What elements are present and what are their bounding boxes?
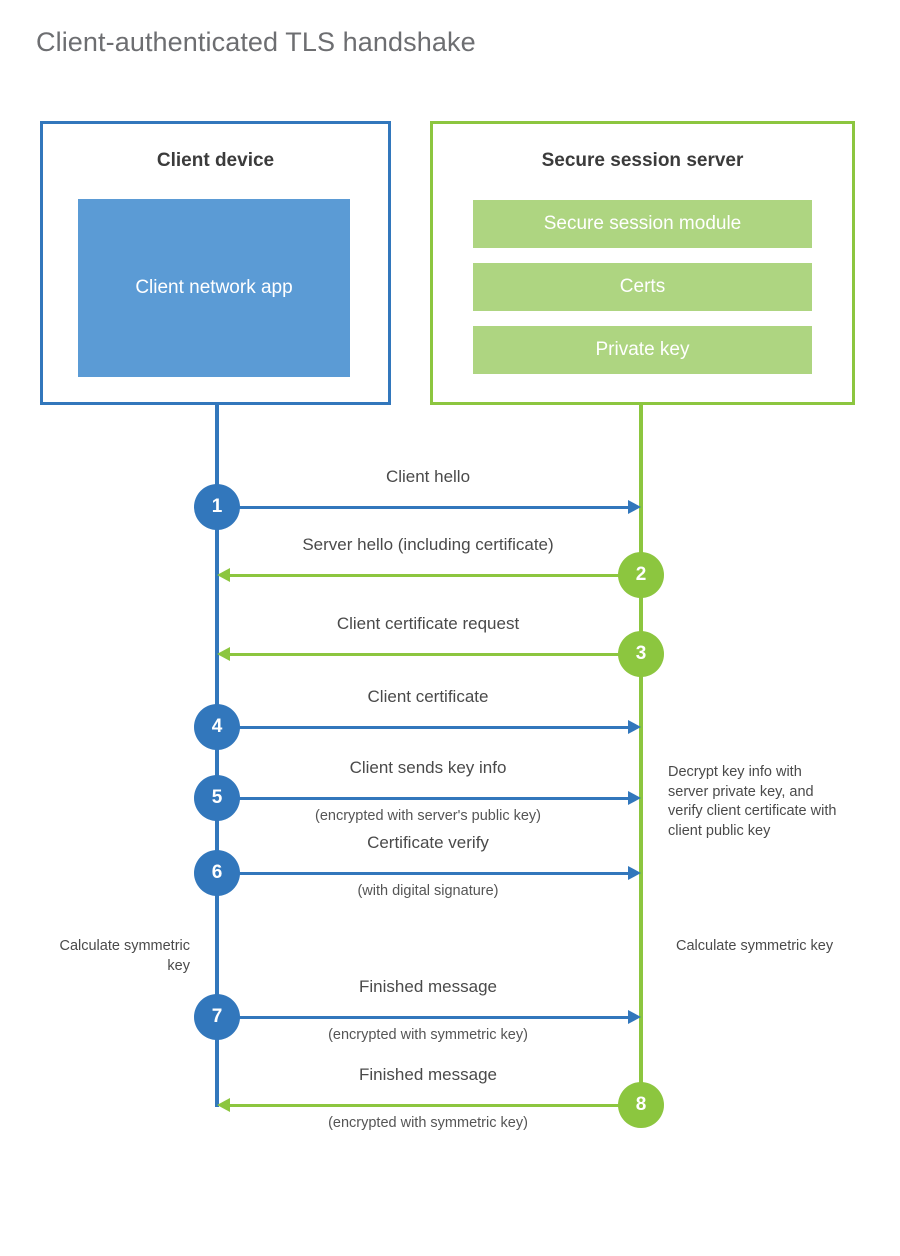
message-arrow-line <box>217 726 630 729</box>
message-arrow-line <box>228 1104 641 1107</box>
secure-session-server-title: Secure session server <box>541 150 744 171</box>
message-label: Client certificate request <box>336 614 520 633</box>
client-device-box: Client device Client network app <box>40 121 391 405</box>
server-component-certs: Certs <box>473 263 812 311</box>
message-arrow-line <box>217 872 630 875</box>
message-label: Certificate verify <box>367 833 489 852</box>
secure-session-server-box: Secure session server Secure session mod… <box>430 121 855 405</box>
message-arrow-head <box>628 1010 641 1024</box>
annotation-client-calculate-symmetric-key: Calculate symmetric key <box>59 938 190 974</box>
message-arrow-line <box>217 1016 630 1019</box>
client-lifeline <box>215 405 219 1107</box>
message-label: Client hello <box>385 467 471 486</box>
message-arrow-head <box>628 866 641 880</box>
message-arrow-head <box>217 568 230 582</box>
message-arrow-line <box>217 506 630 509</box>
step-badge-7: 7 <box>194 994 240 1040</box>
client-device-title: Client device <box>156 150 275 171</box>
message-arrow-head <box>628 720 641 734</box>
message-arrow-head <box>628 791 641 805</box>
message-arrow-head <box>628 500 641 514</box>
step-badge-6: 6 <box>194 850 240 896</box>
step-badge-8: 8 <box>618 1082 664 1128</box>
server-component-secure-session-module: Secure session module <box>473 200 812 248</box>
message-arrow-head <box>217 1098 230 1112</box>
message-label: Server hello (including certificate) <box>302 535 554 554</box>
annotation-server-calculate-symmetric-key: Calculate symmetric key <box>676 938 834 954</box>
message-sublabel: (with digital signature) <box>357 883 499 899</box>
step-badge-4: 4 <box>194 704 240 750</box>
message-arrow-line <box>217 797 630 800</box>
server-component-private-key: Private key <box>473 326 812 374</box>
client-network-app-block: Client network app <box>78 199 350 377</box>
message-label: Finished message <box>359 977 497 996</box>
message-label: Client certificate <box>367 687 489 706</box>
step-badge-1: 1 <box>194 484 240 530</box>
server-lifeline <box>639 405 643 1105</box>
step-badge-5: 5 <box>194 775 240 821</box>
message-arrow-line <box>228 574 641 577</box>
message-label: Finished message <box>359 1065 497 1084</box>
message-arrow-head <box>217 647 230 661</box>
message-arrow-line <box>228 653 641 656</box>
message-sublabel: (encrypted with symmetric key) <box>328 1115 528 1131</box>
annotation-server-decrypt: Decrypt key info with server private key… <box>668 764 837 839</box>
step-badge-3: 3 <box>618 631 664 677</box>
message-sublabel: (encrypted with symmetric key) <box>328 1027 528 1043</box>
message-label: Client sends key info <box>349 758 507 777</box>
message-sublabel: (encrypted with server's public key) <box>315 808 541 824</box>
page-title: Client-authenticated TLS handshake <box>36 27 476 57</box>
step-badge-2: 2 <box>618 552 664 598</box>
